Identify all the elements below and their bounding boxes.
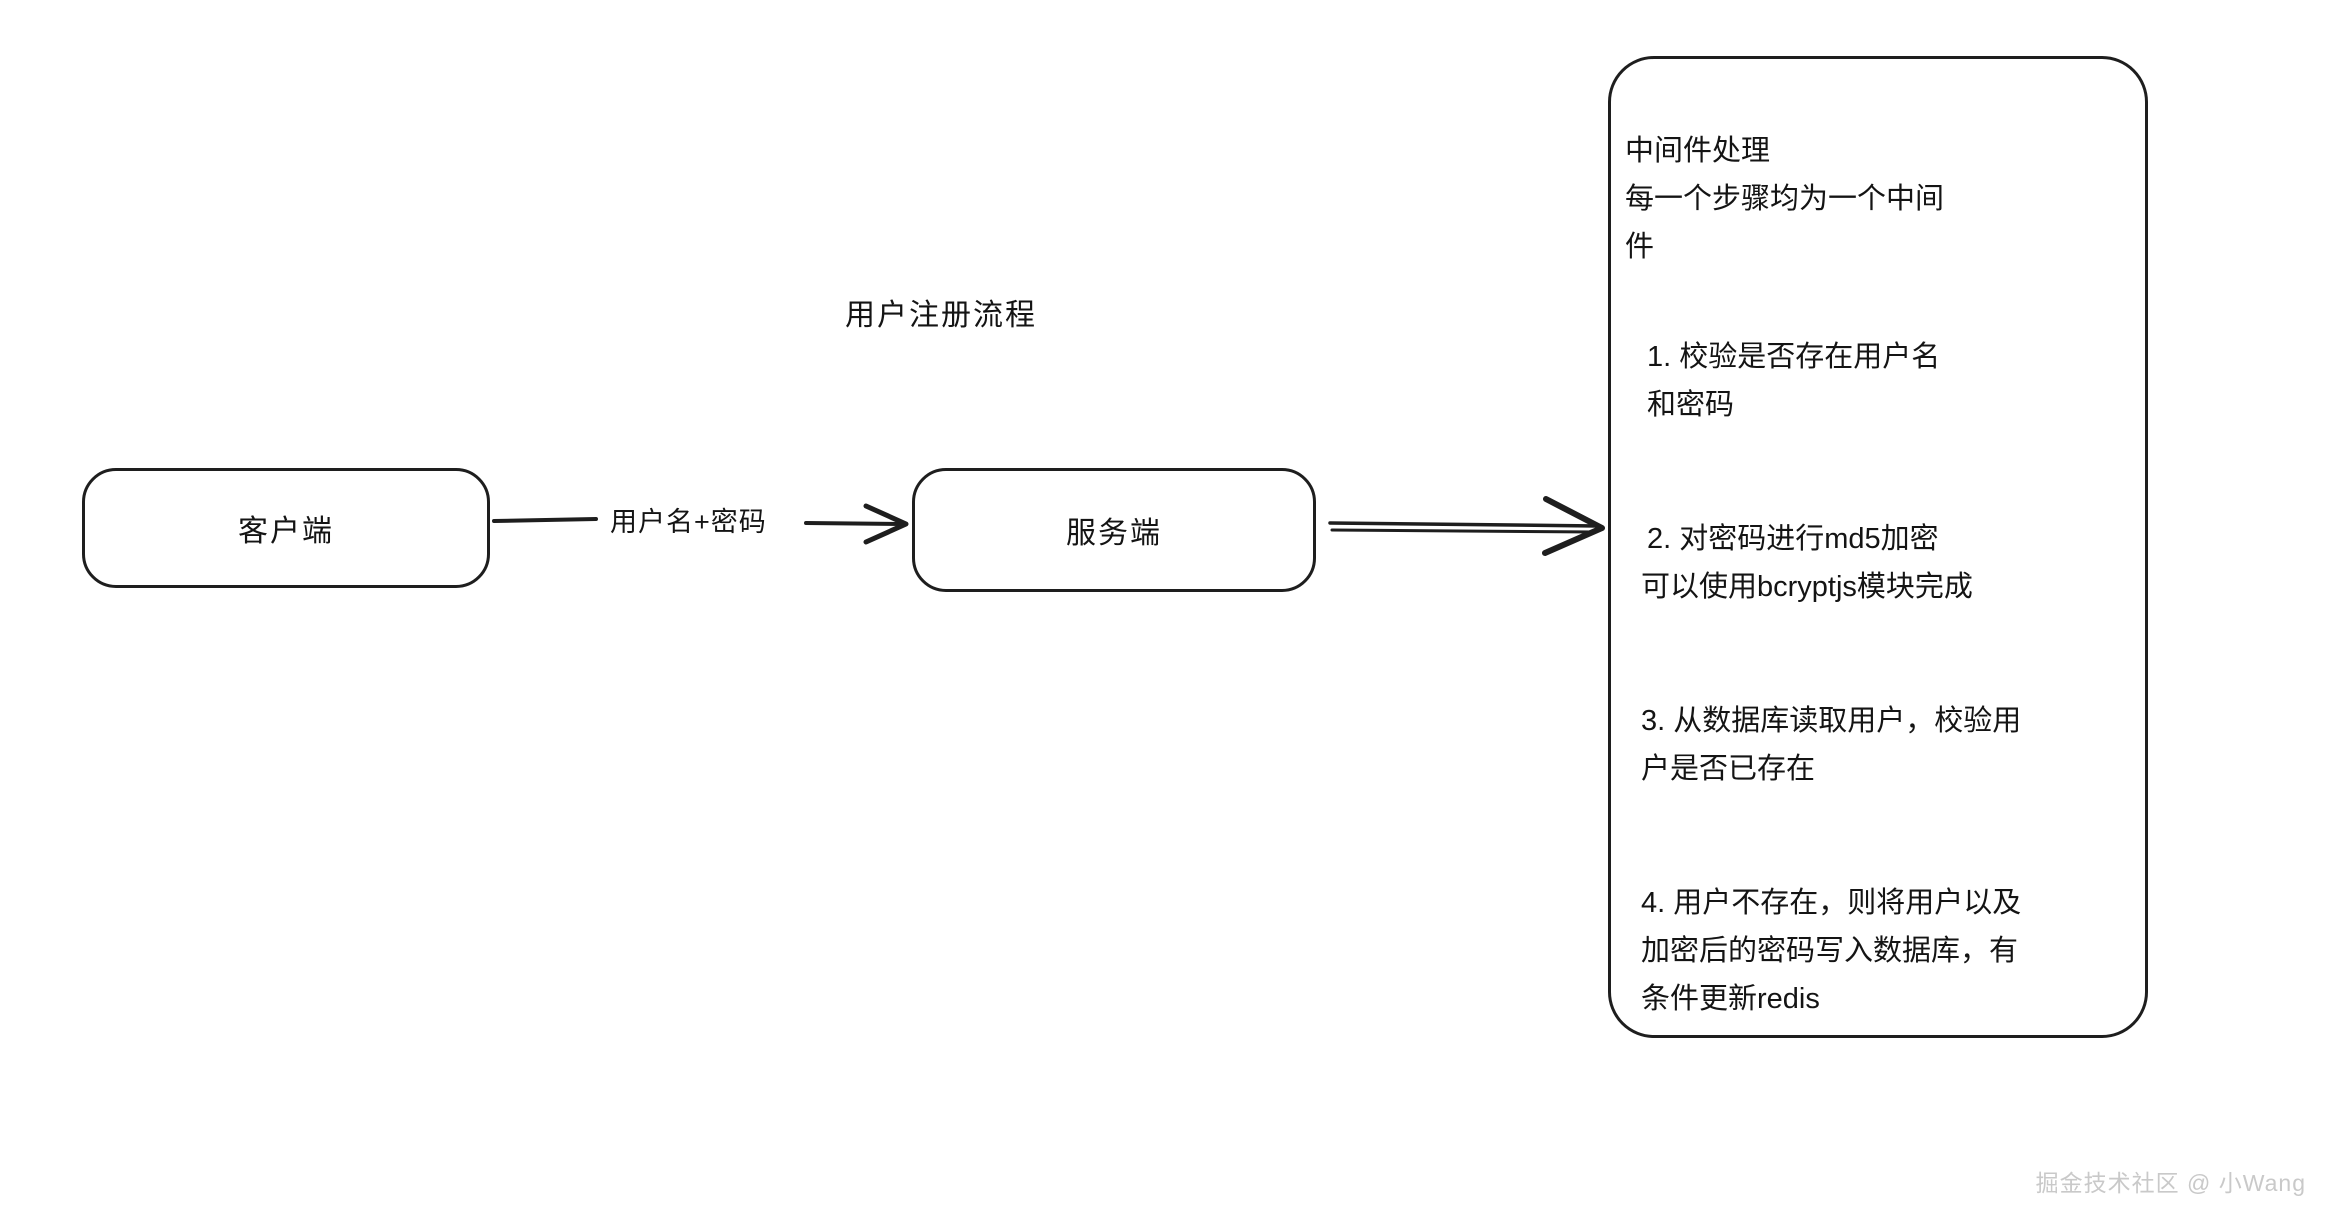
middleware-step-1: 1. 校验是否存在用户名 和密码 xyxy=(1611,333,2047,429)
middleware-step-3-line-2: 户是否已存在 xyxy=(1641,753,1816,785)
middleware-step-4: 4. 用户不存在，则将用户以及 加密后的密码写入数据库，有 条件更新redis xyxy=(1611,879,2047,1023)
page-title: 用户注册流程 xyxy=(845,299,1037,332)
middleware-content: 中间件处理 每一个步骤均为一个中间 件 1. 校验是否存在用户名 和密码 2. … xyxy=(1611,59,2145,1023)
middleware-header-line-1: 中间件处理 xyxy=(1625,135,1771,167)
node-client-label: 客户端 xyxy=(238,515,334,548)
middleware-step-2: 2. 对密码进行md5加密 可以使用bcryptjs模块完成 xyxy=(1611,515,2047,611)
middleware-header-line-2: 每一个步骤均为一个中间 xyxy=(1625,183,1945,215)
edge-label-credentials: 用户名+密码 xyxy=(604,500,773,539)
middleware-step-3-line-1: 3. 从数据库读取用户，校验用 xyxy=(1641,705,2022,737)
middleware-step-1-line-2: 和密码 xyxy=(1647,389,1735,421)
middleware-step-4-line-2: 加密后的密码写入数据库，有 xyxy=(1641,935,2019,967)
node-server[interactable]: 服务端 xyxy=(912,468,1316,592)
middleware-step-3: 3. 从数据库读取用户，校验用 户是否已存在 xyxy=(1611,697,2047,793)
edge-client-to-label xyxy=(492,517,598,523)
node-server-label: 服务端 xyxy=(1066,517,1162,550)
node-middleware-panel[interactable]: 中间件处理 每一个步骤均为一个中间 件 1. 校验是否存在用户名 和密码 2. … xyxy=(1608,56,2148,1038)
edge-label-to-server xyxy=(804,503,909,545)
edge-server-to-middleware xyxy=(1328,496,1605,556)
middleware-step-2-line-2: 可以使用bcryptjs模块完成 xyxy=(1641,571,1973,603)
middleware-step-4-line-3: 条件更新redis xyxy=(1641,983,1820,1015)
middleware-step-1-line-1: 1. 校验是否存在用户名 xyxy=(1647,341,1941,373)
middleware-step-2-line-1: 2. 对密码进行md5加密 xyxy=(1647,523,1939,555)
middleware-header-line-3: 件 xyxy=(1625,231,1655,263)
watermark: 掘金技术社区 @ 小Wang xyxy=(2035,1170,2306,1196)
node-client[interactable]: 客户端 xyxy=(82,468,490,588)
middleware-step-4-line-1: 4. 用户不存在，则将用户以及 xyxy=(1641,887,2022,919)
middleware-step-list: 1. 校验是否存在用户名 和密码 2. 对密码进行md5加密 可以使用bcryp… xyxy=(1611,333,2145,1023)
middleware-header: 中间件处理 每一个步骤均为一个中间 件 xyxy=(1611,127,2021,271)
